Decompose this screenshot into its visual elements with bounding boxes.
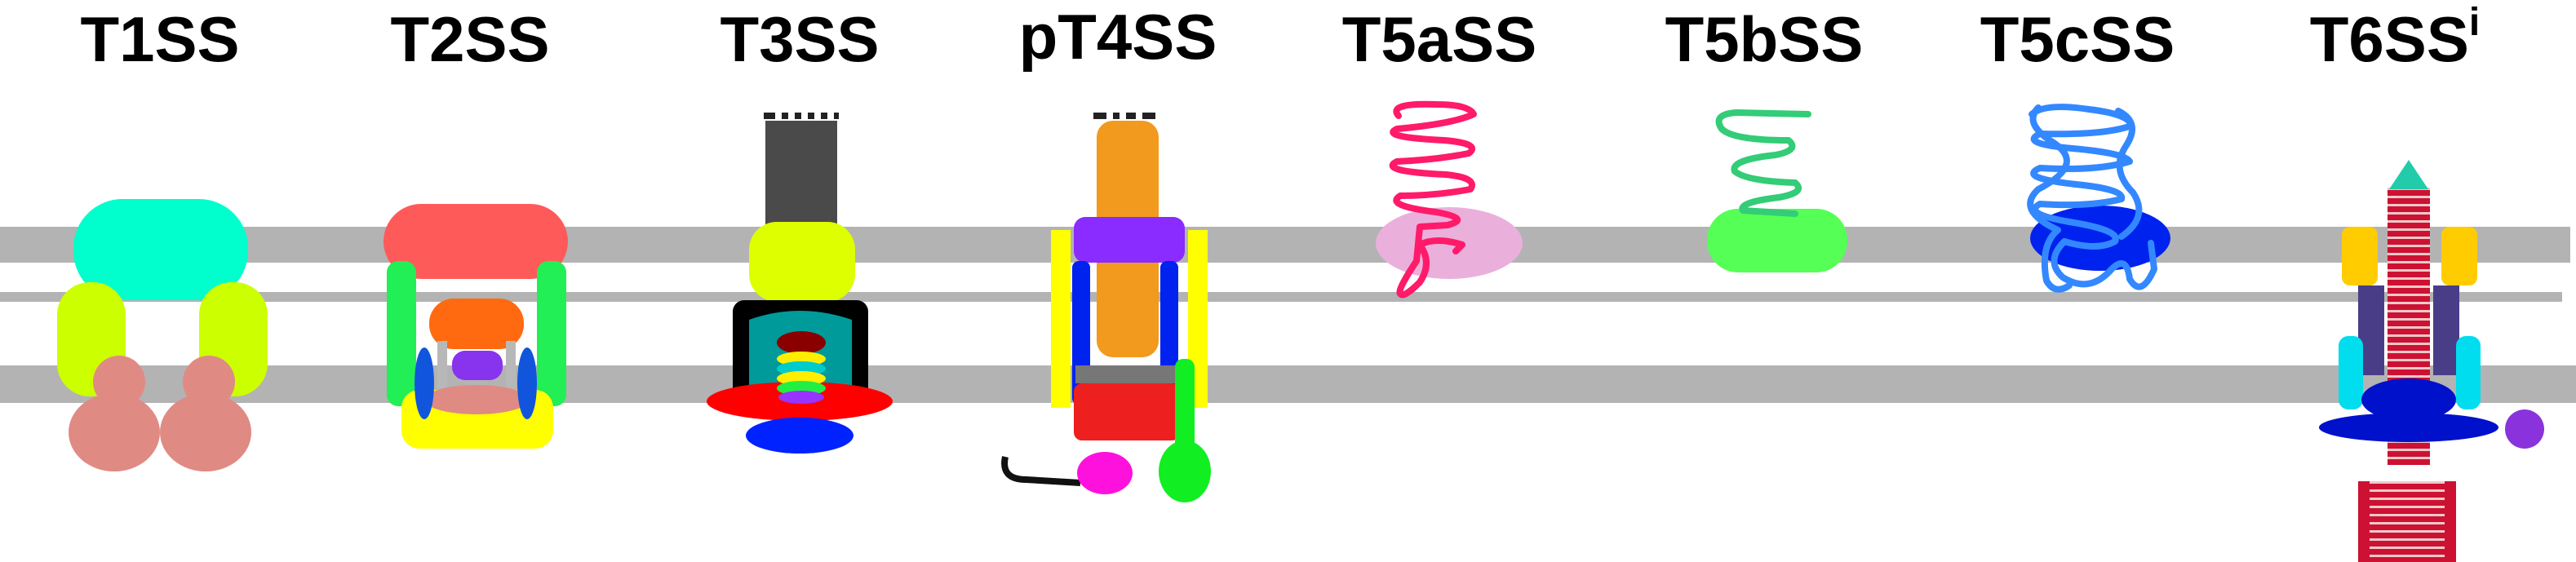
pt4ss-magenta-atpase	[1077, 452, 1133, 494]
t2ss-side-bar-right	[537, 261, 566, 406]
t6ss-outer-yellow-right	[2441, 227, 2477, 285]
t3ss-needle-tip-gaps	[775, 111, 834, 121]
t5css-passenger-tangle	[2028, 104, 2157, 290]
t6ss-baseplate-dome	[2361, 378, 2456, 421]
t3ss-stack-purple	[778, 391, 824, 404]
t6ss-purple-atpase	[2505, 409, 2544, 449]
t6ss-cyan-bar-left	[2339, 336, 2363, 409]
t6ss-purple-bar-right	[2433, 285, 2459, 375]
label-t1ss: T1SS	[80, 3, 239, 75]
t5css-passenger-tangle-2	[2027, 104, 2073, 293]
t2ss-side-bar-left	[387, 261, 416, 406]
t2ss-pink-pool	[424, 385, 529, 414]
t6ss-cyan-bar-right	[2456, 336, 2481, 409]
pt4ss-grey-band	[1075, 365, 1182, 383]
t1ss-complex	[57, 199, 268, 471]
t6ss-sheath-stripes	[2370, 481, 2445, 562]
t5bss-barrel	[1707, 209, 1847, 272]
t2ss-complex	[384, 204, 568, 449]
label-t5css: T5cSS	[1980, 3, 2175, 75]
pt4ss-green-atpase	[1159, 440, 1211, 502]
t5ass-complex	[1376, 100, 1523, 299]
t3ss-outer-ring	[749, 222, 855, 302]
pt4ss-yellow-wall-left	[1051, 230, 1071, 408]
t1ss-outer-membrane-channel	[73, 199, 248, 300]
t2ss-purple-core	[452, 351, 503, 380]
pt4ss-black-tether	[1001, 456, 1081, 486]
peptidoglycan-line	[0, 292, 2562, 302]
t1ss-abc-transporter-left-base	[69, 393, 160, 471]
t3ss-blue-atpase	[746, 418, 853, 454]
t5css-passenger-tangle-3	[2115, 108, 2143, 240]
t1ss-abc-transporter-right-base	[160, 393, 251, 471]
system-labels: T1SS T2SS T3SS pT4SS T5aSS T5bSS T5cSS T…	[80, 1, 2480, 75]
label-t5bss: T5bSS	[1665, 3, 1864, 75]
t3ss-needle	[765, 121, 837, 232]
t6ss-complex	[2319, 160, 2544, 562]
label-t3ss: T3SS	[720, 3, 879, 75]
pt4ss-red-base	[1074, 383, 1180, 440]
pt4ss-outer-cap	[1074, 217, 1185, 263]
pt4ss-green-stalk	[1175, 359, 1195, 457]
t5bss-passenger-squiggle	[1715, 109, 1811, 217]
t5css-complex	[2027, 104, 2170, 293]
label-t5ass: T5aSS	[1342, 3, 1536, 75]
t5ass-passenger-squiggle	[1389, 100, 1477, 299]
t6ss-spike-tip	[2389, 160, 2428, 189]
inner-membrane	[0, 365, 2576, 403]
t2ss-orange-cap	[429, 299, 524, 349]
t2ss-secretin	[384, 204, 568, 279]
t3ss-stack-darkred	[777, 331, 826, 354]
t6ss-outer-yellow-left	[2342, 227, 2378, 285]
t2ss-blue-oval-right	[517, 347, 537, 419]
label-t6ss-superscript: i	[2469, 1, 2480, 44]
pt4ss-pilus-tip-gaps	[1106, 111, 1142, 121]
t5bss-complex	[1707, 109, 1847, 272]
t3ss-complex	[707, 111, 893, 454]
t2ss-blue-oval-left	[415, 347, 434, 419]
pt4ss-complex	[1001, 111, 1211, 502]
label-pt4ss: pT4SS	[1019, 1, 1217, 73]
label-t6ss-main: T6SS	[2310, 3, 2469, 75]
t6ss-baseplate	[2319, 413, 2498, 442]
label-t6ss: T6SSi	[2310, 1, 2480, 75]
label-t2ss: T2SS	[390, 3, 549, 75]
